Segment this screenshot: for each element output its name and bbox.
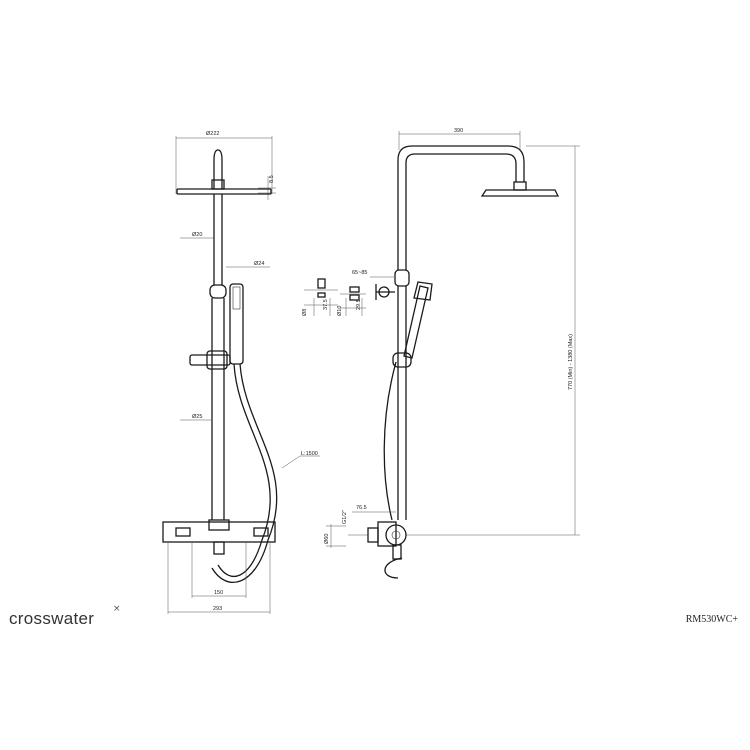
dim-bracket-off: 65~85 [352,270,367,276]
handset-side [403,285,429,359]
dim-height: 770 (Min) - 1380 (Max) [568,334,574,390]
shower-arm-front [213,149,223,189]
shower-head-front [176,188,272,195]
riser-joint [209,284,227,299]
dim-det-b1: Ø10 [337,306,343,316]
dim-inlet-off: 76.5 [356,505,367,511]
shower-head-side [480,189,560,197]
detail-b [349,286,360,293]
dim-hose-len: L:1500 [301,451,318,457]
brand-name: crosswater [9,609,95,628]
side-view: 390 770 (Min) - 1380 (Max) 65~85 [324,128,580,579]
dim-head-dia: Ø222 [206,131,219,137]
slide-bracket-side [392,352,412,368]
handset-front [229,283,244,365]
dim-riser-dia: Ø20 [192,232,202,238]
dim-det-b2: 29.5 [356,299,362,310]
valve-side [367,527,379,543]
brand-logo: crosswater [9,609,94,629]
front-view: Ø222 8.5 Ø20 Ø25 Ø24 [162,131,320,614]
hose-side [383,361,397,521]
valve-body-front [162,521,276,543]
dim-inlet-dia: Ø60 [324,534,330,544]
dim-centres: 150 [214,590,223,596]
brand-cross-icon: × [113,604,121,614]
dim-head-thk: 8.5 [269,175,275,183]
product-code: RM530WC+ [685,614,738,625]
shower-arm-side [397,145,525,270]
hose-front [217,363,271,578]
dim-arm-reach: 390 [454,128,463,134]
dim-det-a1: Ø8 [302,309,308,316]
dim-handset-dia: Ø24 [254,261,264,267]
detail-views: Ø8 37.5 Ø10 29.5 [302,278,366,316]
dim-lower-riser-dia: Ø25 [192,414,202,420]
detail-a [317,278,326,289]
dim-valve-width: 293 [213,606,222,612]
riser-joint-side [394,269,410,287]
dim-inlet-thread: G1/2" [342,510,348,524]
dim-det-a2: 37.5 [323,299,329,310]
